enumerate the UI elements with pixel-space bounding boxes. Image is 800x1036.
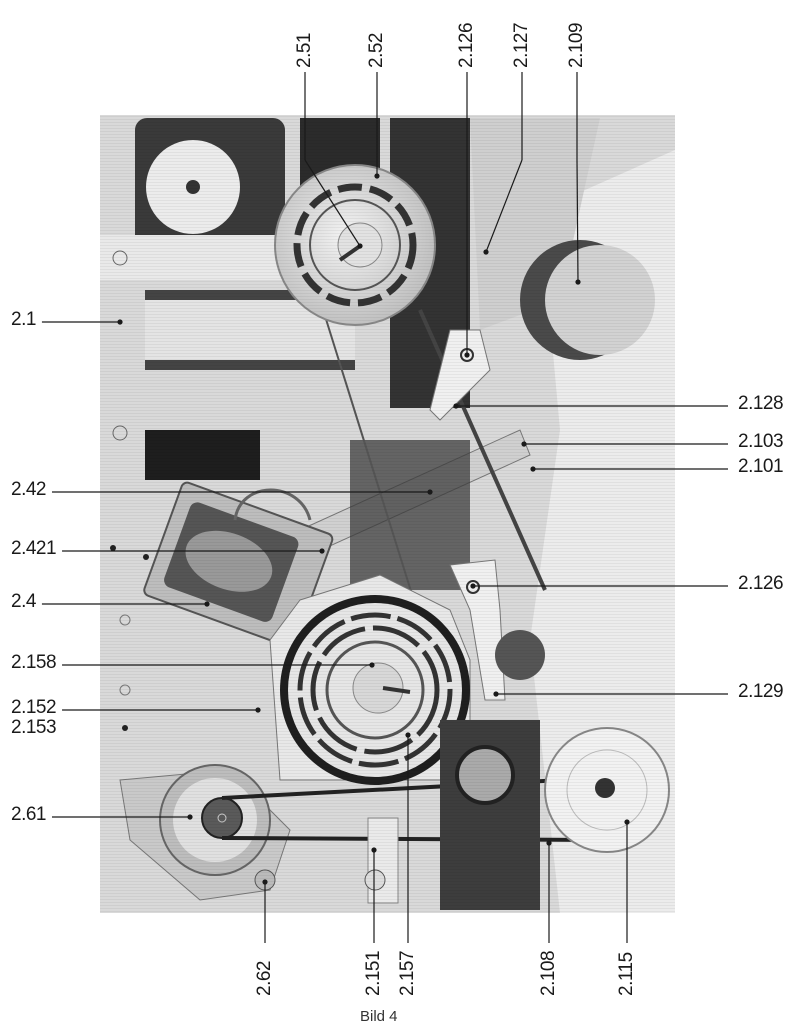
label-2-128: 2.128 (738, 393, 784, 414)
label-2-129: 2.129 (738, 681, 784, 702)
label-2-1: 2.1 (11, 309, 36, 330)
label-2-103: 2.103 (738, 431, 784, 452)
label-2-51: 2.51 (294, 33, 315, 68)
label-2-126-top: 2.126 (456, 22, 477, 68)
label-2-158: 2.158 (11, 652, 57, 673)
mechanism-photo (100, 115, 675, 913)
label-2-108: 2.108 (538, 950, 559, 996)
label-2-421: 2.421 (11, 538, 57, 559)
label-2-115: 2.115 (616, 952, 637, 996)
label-2-42: 2.42 (11, 479, 46, 500)
label-2-109: 2.109 (566, 22, 587, 68)
label-2-52: 2.52 (366, 33, 387, 68)
label-2-126-right: 2.126 (738, 573, 784, 594)
label-2-101: 2.101 (738, 456, 784, 477)
label-2-152: 2.152 (11, 697, 57, 718)
label-2-157: 2.157 (397, 950, 418, 996)
figure-caption: Bild 4 (360, 1008, 398, 1025)
label-2-61: 2.61 (11, 804, 46, 825)
label-2-62: 2.62 (254, 961, 275, 996)
label-2-4: 2.4 (11, 591, 36, 612)
label-2-153: 2.153 (11, 717, 57, 738)
label-2-127: 2.127 (511, 22, 532, 68)
label-2-151: 2.151 (363, 950, 384, 996)
